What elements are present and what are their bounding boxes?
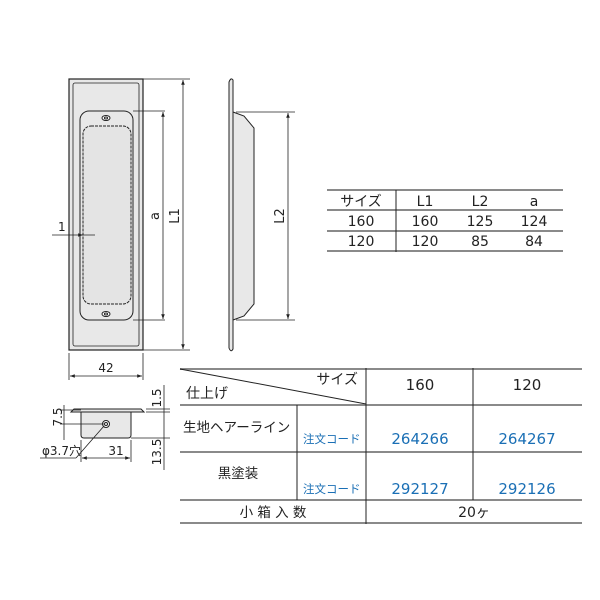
dim-body-width-label: 31 [108, 444, 123, 458]
finish-hairline: 生地ヘアーライン [183, 420, 290, 436]
order-code: 292126 [498, 480, 555, 498]
order-code: 264266 [391, 430, 448, 448]
dim-L2-label: L2 [273, 208, 288, 224]
a-header: a [530, 194, 539, 210]
L2-header: L2 [472, 194, 489, 210]
box-quantity-value: 20ヶ [458, 505, 490, 521]
table-cell: 84 [525, 234, 543, 250]
dim-depth-label: 13.5 [150, 439, 164, 466]
box-quantity-label: 小 箱 入 数 [240, 505, 307, 521]
table-cell: 85 [471, 234, 489, 250]
end-view: 7.5 1.5 13.5 31 φ3.7穴 [40, 385, 170, 470]
table-cell: 125 [467, 214, 494, 230]
table-cell: 160 [412, 214, 439, 230]
finish-black: 黒塗装 [218, 465, 259, 482]
dim-flange-label: 1.5 [150, 388, 164, 407]
dim-height-label: 7.5 [51, 407, 65, 426]
dim-L1-label: L1 [168, 208, 183, 224]
order-code-label: 注文コード [303, 482, 361, 496]
order-code: 264267 [498, 430, 555, 448]
dim-hole-label: φ3.7穴 [42, 443, 81, 458]
table-cell: 124 [521, 214, 548, 230]
order-table: サイズ 仕上げ 160 120 生地ヘアーライン 注文コード 264266 26… [179, 368, 582, 524]
front-view: 1 a L1 42 [52, 78, 190, 380]
dim-a-label: a [148, 212, 163, 220]
size-table: サイズ L1 L2 a 160 160 125 124 120 120 85 8… [327, 189, 563, 252]
dim-width-label: 42 [98, 361, 113, 375]
table-cell: 120 [348, 234, 375, 250]
screw-icon [101, 311, 111, 317]
size-header: サイズ [340, 194, 382, 210]
table-cell: 120 [412, 234, 439, 250]
handle-recess [82, 125, 132, 305]
order-code: 292127 [391, 480, 448, 498]
size-160-header: 160 [406, 376, 435, 394]
order-code-label: 注文コード [303, 432, 361, 446]
L1-header: L1 [417, 194, 434, 210]
screw-icon [101, 115, 111, 121]
dim-gap-label: 1 [58, 220, 66, 234]
side-view: L2 [228, 78, 295, 352]
corner-size-label: サイズ [316, 372, 358, 388]
table-cell: 160 [348, 214, 375, 230]
corner-finish-label: 仕上げ [186, 386, 228, 402]
size-120-header: 120 [513, 376, 542, 394]
